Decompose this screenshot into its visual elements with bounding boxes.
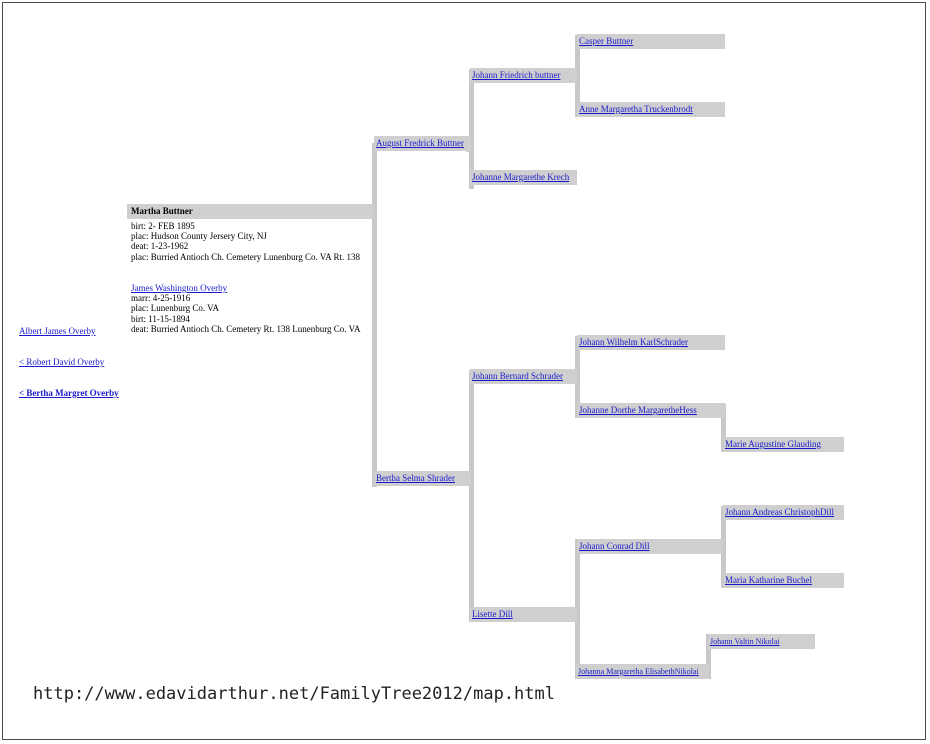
main-person-details: birt: 2- FEB 1895 plac: Hudson County Je… xyxy=(131,221,360,262)
gggf4b-box[interactable]: Johann Valtin Nikolai xyxy=(708,634,815,649)
ggf1-box[interactable]: Casper Buttner xyxy=(577,34,725,49)
ggm1-box[interactable]: Anne Margaretha Truckenbrodt xyxy=(577,102,725,117)
marriage-place: plac: Lunenburg Co. VA xyxy=(131,303,219,314)
gggf4a-box[interactable]: Johann Andreas ChristophDill xyxy=(723,505,844,520)
spouse-birth: birt: 11-15-1894 xyxy=(131,313,190,324)
maternal-grandmother-link[interactable]: Lisette Dill xyxy=(472,609,513,619)
ggf4-box[interactable]: Johann Conrad Dill xyxy=(577,539,723,554)
father-link[interactable]: August Fredrick Buttner xyxy=(376,138,464,148)
gggf4a-link[interactable]: Johann Andreas ChristophDill xyxy=(725,507,834,517)
spouse-death: deat: Burried Antioch Ch. Cemetery Rt. 1… xyxy=(131,323,361,334)
ggm3-box[interactable]: Johanne Dorthe MargaretheHess xyxy=(577,403,725,418)
child-link-robert[interactable]: < Robert David Overby xyxy=(19,357,105,367)
father-box[interactable]: August Fredrick Buttner xyxy=(374,136,471,151)
marriage-date: marr: 4-25-1916 xyxy=(131,293,191,304)
footer-url: http://www.edavidarthur.net/FamilyTree20… xyxy=(33,684,555,704)
maternal-grandmother-box[interactable]: Lisette Dill xyxy=(470,607,577,622)
mother-link[interactable]: Bertha Selma Shrader xyxy=(376,473,455,483)
gggf4b-link[interactable]: Johann Valtin Nikolai xyxy=(710,637,780,646)
child-link-albert[interactable]: Albert James Overby xyxy=(19,326,96,336)
paternal-grandfather-box[interactable]: Johann Friedrich buttner xyxy=(470,68,577,83)
ggf3-link[interactable]: Johann Wilhelm KarlSchrader xyxy=(579,337,688,347)
paternal-grandmother-link[interactable]: Johanne Margarethe Krech xyxy=(472,172,570,182)
ggm3-link[interactable]: Johanne Dorthe MargaretheHess xyxy=(579,405,697,415)
spouse-details: James Washington Overby marr: 4-25-1916 … xyxy=(131,283,360,334)
gggm3-link[interactable]: Marie Augustine Glauding xyxy=(725,439,821,449)
main-death-place: plac: Burried Antioch Ch. Cemetery Lunen… xyxy=(131,251,360,262)
paternal-grandmother-box[interactable]: Johanne Margarethe Krech xyxy=(470,170,577,185)
gggm3-box[interactable]: Marie Augustine Glauding xyxy=(723,437,844,452)
ggf3-box[interactable]: Johann Wilhelm KarlSchrader xyxy=(577,335,725,350)
mother-box[interactable]: Bertha Selma Shrader xyxy=(374,471,471,486)
gggm4a-box[interactable]: Maria Katharine Buchel xyxy=(723,573,844,588)
ggm1-link[interactable]: Anne Margaretha Truckenbrodt xyxy=(579,104,693,114)
ggf4-link[interactable]: Johann Conrad Dill xyxy=(579,541,650,551)
main-birth: birt: 2- FEB 1895 xyxy=(131,221,195,231)
main-death: deat: 1-23-1962 xyxy=(131,241,189,252)
ggm4-link[interactable]: Johanna Margaretha ElisabethNikolai xyxy=(578,667,699,676)
spouse-link[interactable]: James Washington Overby xyxy=(131,283,228,293)
maternal-grandfather-link[interactable]: Johann Bernard Schrader xyxy=(472,371,563,381)
maternal-grandfather-box[interactable]: Johann Bernard Schrader xyxy=(470,369,577,384)
main-birth-place: plac: Hudson County Jersery City, NJ xyxy=(131,231,267,242)
paternal-grandfather-link[interactable]: Johann Friedrich buttner xyxy=(472,70,561,80)
gggm4a-link[interactable]: Maria Katharine Buchel xyxy=(725,575,812,585)
ggf1-link[interactable]: Casper Buttner xyxy=(579,36,634,46)
child-link-bertha[interactable]: < Bertha Margret Overby xyxy=(19,388,119,398)
main-person-name: Martha Buttner xyxy=(127,204,374,219)
ggm4-box[interactable]: Johanna Margaretha ElisabethNikolai xyxy=(576,664,709,679)
